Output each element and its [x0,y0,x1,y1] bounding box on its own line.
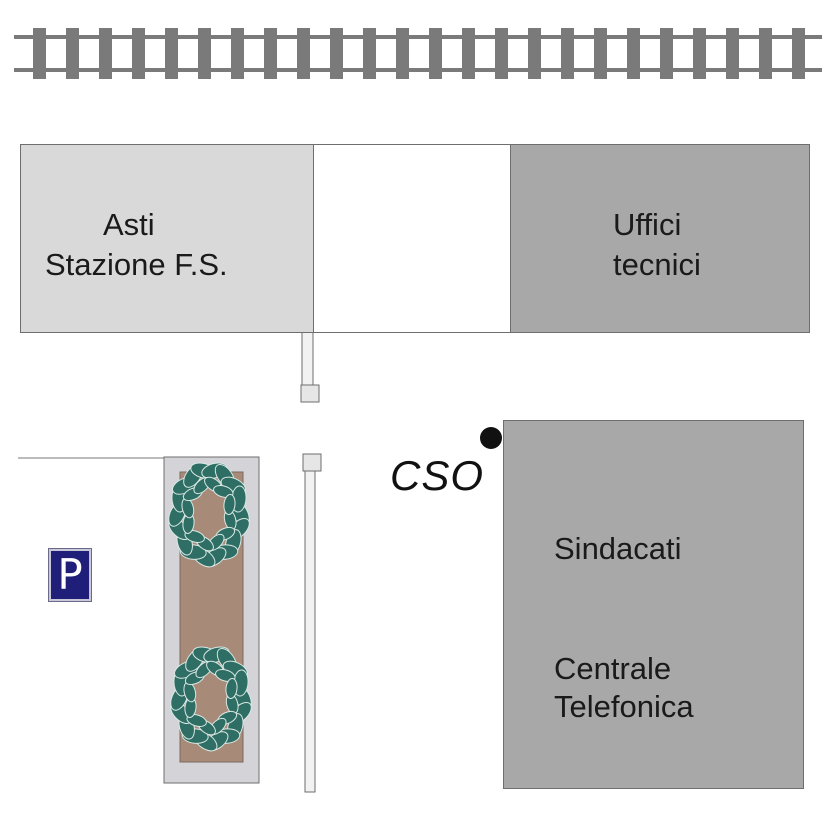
walkway-edge-upper [300,331,320,403]
railway-sleeper [561,28,574,79]
railway-sleeper [495,28,508,79]
parking-sign-icon: P [48,548,92,602]
leaf [184,530,205,543]
railway-sleeper [33,28,46,79]
cso-marker-label: CSO [390,452,485,499]
railway-sleeper [792,28,805,79]
rail-bottom [14,68,822,72]
station-label-line2: Stazione F.S. [45,247,228,282]
railway-sleeper [759,28,772,79]
railway-sleeper [165,28,178,79]
railway-sleeper [396,28,409,79]
railway-sleeper [693,28,706,79]
building-station: Asti Stazione F.S. [20,144,314,333]
building-sindacati-centrale-telefonica: Sindacati Centrale Telefonica [503,420,804,789]
rail-top [14,35,822,39]
leaf [225,678,238,699]
railway-sleeper [726,28,739,79]
location-dot-icon [480,427,502,449]
leaf [223,494,236,515]
leaf [186,714,207,727]
railway-track [14,28,822,79]
planter [163,456,260,784]
railway-sleeper [429,28,442,79]
sindacati-label: Sindacati [554,531,682,566]
building-uffici-tecnici: Uffici tecnici [510,144,810,333]
leaf [213,485,234,498]
station-label-line1: Asti [103,207,155,242]
leaf [215,669,236,682]
railway-sleeper [66,28,79,79]
railway-sleeper [660,28,673,79]
uffici-label-line2: tecnici [613,247,701,282]
railway-sleeper [297,28,310,79]
railway-sleeper [264,28,277,79]
railway-sleeper [462,28,475,79]
railway-sleeper [132,28,145,79]
walkway-edge-lower [302,453,322,793]
railway-sleeper [528,28,541,79]
shrub-icon [170,646,252,752]
shrub-icon [168,462,250,568]
railway-sleeper [363,28,376,79]
railway-sleeper [198,28,211,79]
railway-sleepers [33,28,805,79]
passage-area [313,144,511,333]
centrale-label: Centrale [554,651,672,686]
railway-sleeper [594,28,607,79]
railway-sleeper [99,28,112,79]
railway-sleeper [330,28,343,79]
railway-sleeper [627,28,640,79]
uffici-label-line1: Uffici [613,207,682,242]
railway-sleeper [231,28,244,79]
telefonica-label: Telefonica [554,689,694,724]
